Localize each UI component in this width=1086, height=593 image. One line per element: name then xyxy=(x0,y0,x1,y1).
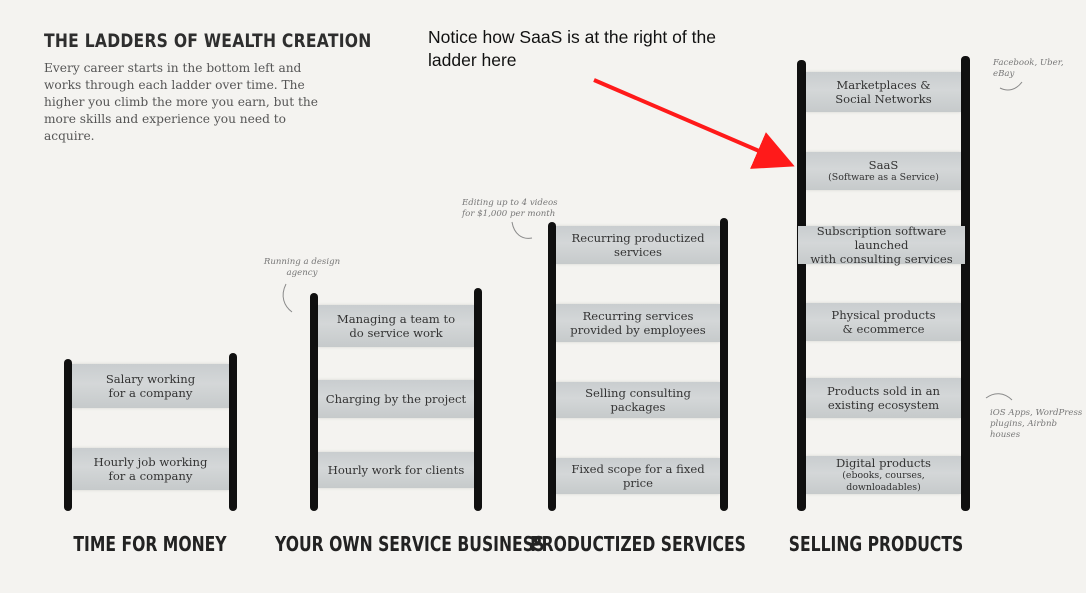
annotation-arrow-marketplaces xyxy=(999,81,1023,91)
ladder-rail xyxy=(720,218,728,511)
ladder-rail xyxy=(474,288,482,511)
ladder-caption: YOUR OWN SERVICE BUSINESS xyxy=(275,532,545,556)
ladder-rung: SaaS(Software as a Service) xyxy=(806,152,961,190)
ladder-rung: Digital products(ebooks, courses, downlo… xyxy=(806,456,961,494)
ladder-caption: TIME FOR MONEY xyxy=(73,532,227,556)
ladder-rung: Hourly work for clients xyxy=(318,452,474,488)
ladder-rung: Selling consulting packages xyxy=(556,382,720,418)
ladder-rail xyxy=(229,353,237,511)
ladder-rail xyxy=(797,60,806,511)
intro-text: Every career starts in the bottom left a… xyxy=(44,61,318,143)
ladder-caption: SELLING PRODUCTS xyxy=(788,532,964,556)
ladder-rail xyxy=(64,359,72,511)
diagram-title: THE LADDERS OF WEALTH CREATION xyxy=(44,30,372,52)
annotation-arrow-design-agency xyxy=(282,283,293,313)
ladder-rung: Marketplaces &Social Networks xyxy=(806,72,961,112)
callout-note: Notice how SaaS is at the right of the l… xyxy=(428,27,716,70)
ladder-rail xyxy=(548,222,556,511)
callout-arrow xyxy=(593,78,795,169)
ladder-rail xyxy=(961,56,970,511)
ladder-rung: Physical products& ecommerce xyxy=(806,303,961,341)
annotation-arrow-videos xyxy=(511,221,533,239)
annotation-arrow-ecosystem xyxy=(985,393,1013,401)
ladder-rung: Charging by the project xyxy=(318,380,474,418)
ladder-rung: Fixed scope for a fixed price xyxy=(556,458,720,494)
ladder-caption: PRODUCTIZED SERVICES xyxy=(530,532,746,556)
annotation-marketplaces: Facebook, Uber, eBay xyxy=(993,58,1064,79)
ladder-rail xyxy=(310,293,318,511)
